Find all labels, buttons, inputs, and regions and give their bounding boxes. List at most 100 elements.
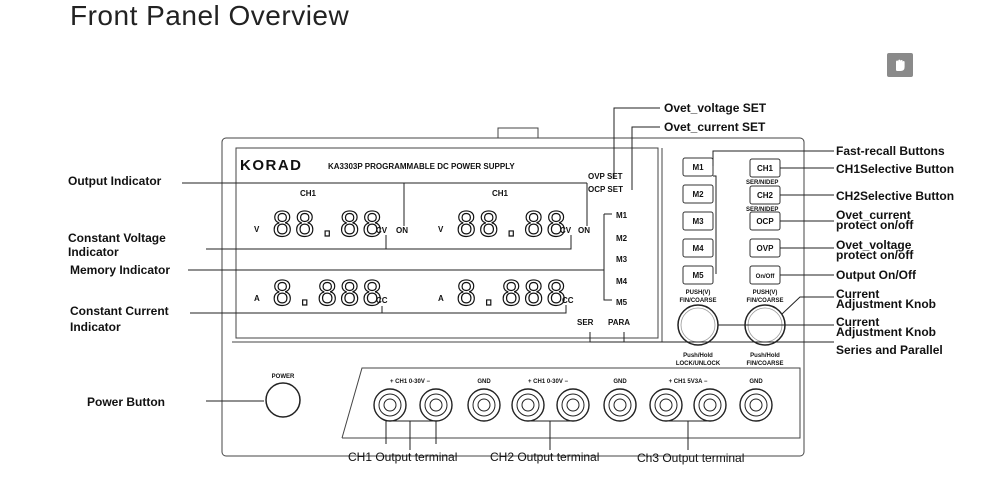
svg-text:CH1: CH1 — [757, 164, 774, 173]
knob1-bottom-push: Push/Hold — [683, 353, 713, 359]
ann-current-knob-1b: Adjustment Knob — [836, 297, 936, 311]
ann-ch1-selective: CH1Selective Button — [836, 162, 954, 176]
svg-text:M2: M2 — [692, 190, 704, 199]
ch1-label: CH1 — [300, 189, 317, 198]
ann-power-button: Power Button — [87, 395, 165, 409]
mem-indicator-m3: M3 — [616, 255, 628, 264]
knob2-bottom-fine: FIN/COARSE — [746, 361, 783, 367]
terminal-jack[interactable] — [467, 388, 501, 422]
svg-text:M4: M4 — [692, 244, 704, 253]
knob2-label-push: PUSH(V) — [753, 290, 778, 296]
ann-ovet-current-set: Ovet_current SET — [664, 120, 766, 134]
cc-label-1: CC — [376, 296, 388, 305]
cv-label-1: CV — [376, 226, 388, 235]
ann-cc-indicator-2: Indicator — [70, 320, 121, 334]
memory-button-m5[interactable]: M5 — [682, 265, 714, 285]
ann-ch3-output: Ch3 Output terminal — [637, 451, 744, 465]
svg-text:CH2: CH2 — [757, 191, 774, 200]
svg-text:OCP: OCP — [756, 217, 774, 226]
ann-cc-indicator-1: Constant Current — [70, 304, 169, 318]
knob1-bottom-lock: LOCK/UNLOCK — [676, 361, 721, 367]
svg-text:OVP: OVP — [757, 244, 775, 253]
ocp-set-label: OCP SET — [588, 185, 623, 194]
ann-ovet-current-2: protect on/off — [836, 218, 914, 232]
voltage-adjust-knob[interactable] — [677, 304, 719, 346]
cv-label-2: CV — [560, 226, 572, 235]
brand-logo: KORAD — [240, 157, 303, 174]
ann-ch1-output: CH1 Output terminal — [348, 450, 457, 464]
gnd-label-1: GND — [477, 379, 491, 385]
ann-ovet-current-1: Ovet_current — [836, 208, 911, 222]
ann-current-knob-2a: Current — [836, 315, 879, 329]
ann-current-knob-1a: Current — [836, 287, 879, 301]
knob2-bottom-push: Push/Hold — [750, 353, 780, 359]
ann-ovet-voltage-set: Ovet_voltage SET — [664, 101, 767, 115]
gnd-label-2: GND — [613, 379, 627, 385]
svg-text:On/Off: On/Off — [756, 274, 776, 280]
terminal-jack[interactable] — [739, 388, 773, 422]
ann-current-knob-2b: Adjustment Knob — [836, 325, 936, 339]
memory-button-m2[interactable]: M2 — [682, 184, 714, 204]
ocp-button[interactable]: OCP — [749, 211, 781, 231]
svg-text:M5: M5 — [692, 271, 704, 280]
ser-nidep-label-1: SER/NIDEP — [746, 180, 778, 186]
ann-fast-recall: Fast-recall Buttons — [836, 144, 945, 158]
ser-nidep-label-2: SER/NIDEP — [746, 207, 778, 213]
current-display-ch2: 8.888 — [456, 274, 568, 314]
memory-button-m3[interactable]: M3 — [682, 211, 714, 231]
knob2-label-fine: FIN/COARSE — [746, 298, 783, 304]
ann-ovet-voltage-2: protect on/off — [836, 248, 914, 262]
output-terminals — [373, 388, 773, 422]
terminal-jack[interactable] — [373, 388, 407, 422]
knob1-label-push: PUSH(V) — [686, 290, 711, 296]
unit-v-2: V — [438, 225, 444, 234]
power-label: POWER — [272, 374, 295, 380]
page-title: Front Panel Overview — [70, 0, 350, 31]
cc-label-2: CC — [562, 296, 574, 305]
leader-lines — [182, 107, 834, 450]
ann-ch2-selective: CH2Selective Button — [836, 189, 954, 203]
ann-output-onoff: Output On/Off — [836, 268, 917, 282]
on-label-1: ON — [396, 226, 408, 235]
mem-indicator-m5: M5 — [616, 298, 628, 307]
terminal-label-ch1: + CH1 0-30V − — [390, 379, 431, 385]
memory-button-m4[interactable]: M4 — [682, 238, 714, 258]
ann-ch2-output: CH2 Output terminal — [490, 450, 599, 464]
ser-label: SER — [577, 318, 594, 327]
model-label: KA3303P PROGRAMMABLE DC POWER SUPPLY — [328, 162, 515, 171]
unit-a-2: A — [438, 294, 444, 303]
output-onoff-button[interactable]: On/Off — [749, 265, 781, 285]
memory-button-m1[interactable]: M1 — [682, 157, 714, 177]
ovp-set-label: OVP SET — [588, 172, 623, 181]
unit-v-1: V — [254, 225, 260, 234]
voltage-display-ch2: 88.88 — [456, 205, 568, 245]
ann-cv-indicator-1: Constant Voltage — [68, 231, 166, 245]
terminal-jack[interactable] — [556, 388, 590, 422]
ann-cv-indicator-2: Indicator — [68, 245, 119, 259]
ch2-button[interactable]: CH2 — [749, 185, 781, 205]
mem-indicator-m2: M2 — [616, 234, 628, 243]
terminal-jack[interactable] — [419, 388, 453, 422]
ann-series-parallel: Series and Parallel — [836, 343, 943, 357]
mem-indicator-m1: M1 — [616, 211, 628, 220]
knob1-label-fine: FIN/COARSE — [679, 298, 716, 304]
ann-output-indicator: Output Indicator — [68, 174, 162, 188]
hand-icon[interactable] — [887, 53, 913, 77]
ch1-button[interactable]: CH1 — [749, 158, 781, 178]
terminal-label-ch3: + CH1 5V3A − — [669, 379, 708, 385]
terminal-jack[interactable] — [603, 388, 637, 422]
ann-ovet-voltage-1: Ovet_voltage — [836, 238, 912, 252]
power-button[interactable] — [265, 382, 301, 418]
ch2-label: CH1 — [492, 189, 509, 198]
terminal-jack[interactable] — [649, 388, 683, 422]
ovp-button[interactable]: OVP — [749, 238, 781, 258]
unit-a-1: A — [254, 294, 260, 303]
gnd-label-3: GND — [749, 379, 763, 385]
svg-text:M1: M1 — [692, 163, 704, 172]
on-label-2: ON — [578, 226, 590, 235]
mem-indicator-m4: M4 — [616, 277, 628, 286]
terminal-jack[interactable] — [693, 388, 727, 422]
svg-text:M3: M3 — [692, 217, 704, 226]
terminal-jack[interactable] — [511, 388, 545, 422]
